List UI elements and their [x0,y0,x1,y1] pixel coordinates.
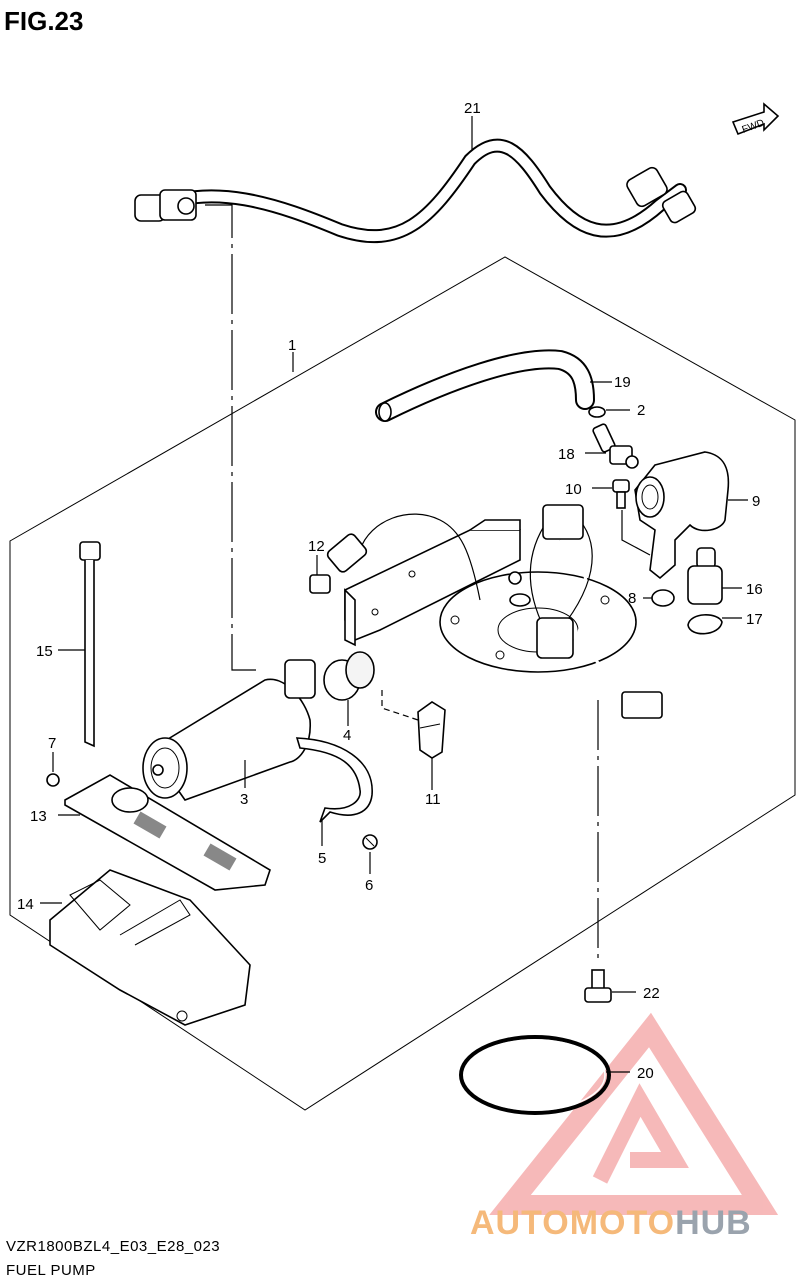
leader-10-dash [621,510,651,556]
regulator-part-16 [687,547,723,605]
damper-part-11 [417,701,446,759]
screw-part-6 [362,834,378,850]
label-part-2: 2 [637,402,645,419]
connector-part-12 [309,533,368,594]
o-ring-part-8 [651,589,675,607]
label-part-17: 17 [746,611,763,628]
label-part-16: 16 [746,581,763,598]
label-part-18: 18 [558,446,575,463]
label-part-5: 5 [318,850,326,867]
fwd-arrow-icon: FWD [731,102,780,136]
watermark-text: AUTOMOTOHUB [470,1204,752,1243]
label-part-21: 21 [464,100,481,117]
label-part-1: 1 [288,337,296,354]
watermark-text-b: HUB [675,1204,752,1242]
clip-part-2 [588,406,606,418]
cushion-part-4 [323,651,375,701]
label-part-8: 8 [628,590,636,607]
label-part-10: 10 [565,481,582,498]
label-part-11: 11 [425,791,441,808]
holder-strap-part-5 [295,737,373,823]
leader-hose-to-pump [205,204,262,671]
gasket-part-20 [459,1035,611,1115]
figure-title: FIG.23 [4,6,84,36]
figure-code: VZR1800BZL4_E03_E28_023 [6,1238,221,1255]
label-part-14: 14 [17,896,34,913]
pump-bracket [344,519,521,647]
bolt-part-10 [612,479,630,509]
figure-name: FUEL PUMP [6,1262,96,1279]
assembly-outline [9,256,796,1111]
label-part-6: 6 [365,877,373,894]
label-part-4: 4 [343,727,351,744]
warning-triangle-logo-icon [489,1012,779,1215]
wiring-harness [359,504,663,719]
label-part-22: 22 [643,985,660,1002]
cable-tie-part-15 [79,541,101,748]
clip-part-17 [687,614,723,635]
label-part-9: 9 [752,493,760,510]
fuel-pump-part-3 [142,659,316,801]
label-part-3: 3 [240,791,248,808]
label-part-20: 20 [637,1065,654,1082]
filter-part-13 [64,774,271,891]
label-part-13: 13 [30,808,47,825]
nut-part-7 [46,773,60,787]
label-part-19: 19 [614,374,631,391]
label-part-12: 12 [308,538,325,555]
label-part-15: 15 [36,643,53,660]
fitting-part-18 [592,423,639,469]
label-part-7: 7 [48,735,56,752]
hose-part-19 [375,349,595,422]
leader-11-dash [381,690,419,721]
cover-part-14 [49,869,251,1026]
fuel-hose-part-21 [134,138,697,244]
bolt-part-22 [584,969,612,1003]
regulator-holder-part-9 [634,451,730,580]
watermark-text-a: AUTOMOTO [470,1204,676,1242]
